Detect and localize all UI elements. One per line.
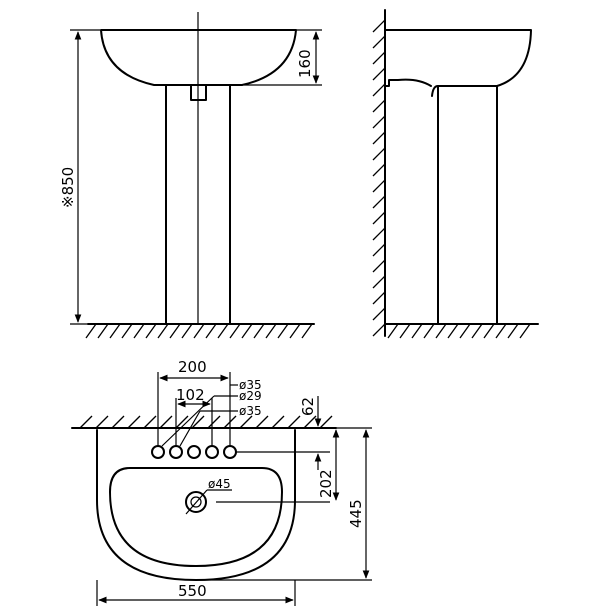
wall-offset-label: 62 — [299, 397, 317, 416]
hole-label-1: ø35 — [239, 378, 262, 392]
overall-width-label: 550 — [178, 582, 207, 600]
side-floor-hatch — [387, 323, 531, 339]
hole-span-label: 200 — [178, 358, 207, 376]
front-pedestal — [165, 85, 231, 325]
front-trap — [190, 85, 207, 101]
bowl-depth-label: 160 — [296, 49, 314, 78]
hole-spacing-label: 102 — [176, 386, 205, 404]
side-basin — [384, 29, 532, 97]
front-basin — [100, 29, 297, 86]
dim-overall-width: 550 — [96, 580, 296, 606]
dim-bowl-depth: 160 — [244, 29, 322, 86]
plan-basin-outline — [96, 429, 296, 581]
drain-label: ø45 — [208, 477, 231, 491]
overall-depth-label: 445 — [347, 499, 365, 528]
center-depth-label: 202 — [317, 469, 335, 498]
dim-hole-span: 200 — [157, 358, 231, 446]
tap-hole-3 — [187, 445, 201, 459]
tap-hole-4 — [205, 445, 219, 459]
dim-wall-offset: 62 — [299, 396, 322, 470]
plan-wall-hatch — [79, 415, 333, 429]
dim-overall-height: ※850 — [59, 29, 100, 325]
side-view — [372, 9, 539, 339]
side-pedestal — [437, 85, 498, 325]
drain-leader: ø45 — [185, 477, 232, 515]
height-label: ※850 — [59, 167, 77, 208]
tap-hole-1 — [151, 445, 165, 459]
plan-inner-bowl — [109, 467, 283, 567]
hole-label-2: ø29 — [239, 389, 262, 403]
side-wall-hatch — [372, 19, 386, 337]
tap-hole-2 — [169, 445, 183, 459]
hole-label-3: ø35 — [239, 404, 262, 418]
dim-hole-spacing: 102 — [175, 386, 213, 446]
front-floor-hatch — [85, 323, 313, 339]
hole-leaders: ø35 ø29 ø35 — [161, 378, 262, 447]
dim-overall-depth: 445 — [200, 427, 372, 581]
top-view: 200 102 ø35 ø29 ø35 62 202 — [71, 358, 372, 606]
tap-holes — [151, 445, 237, 459]
front-view: ※850 160 — [59, 12, 322, 339]
dim-center-depth: 202 — [317, 429, 340, 501]
plan-drain — [185, 491, 207, 513]
plan-drain-inner — [190, 496, 202, 508]
tap-hole-5 — [223, 445, 237, 459]
